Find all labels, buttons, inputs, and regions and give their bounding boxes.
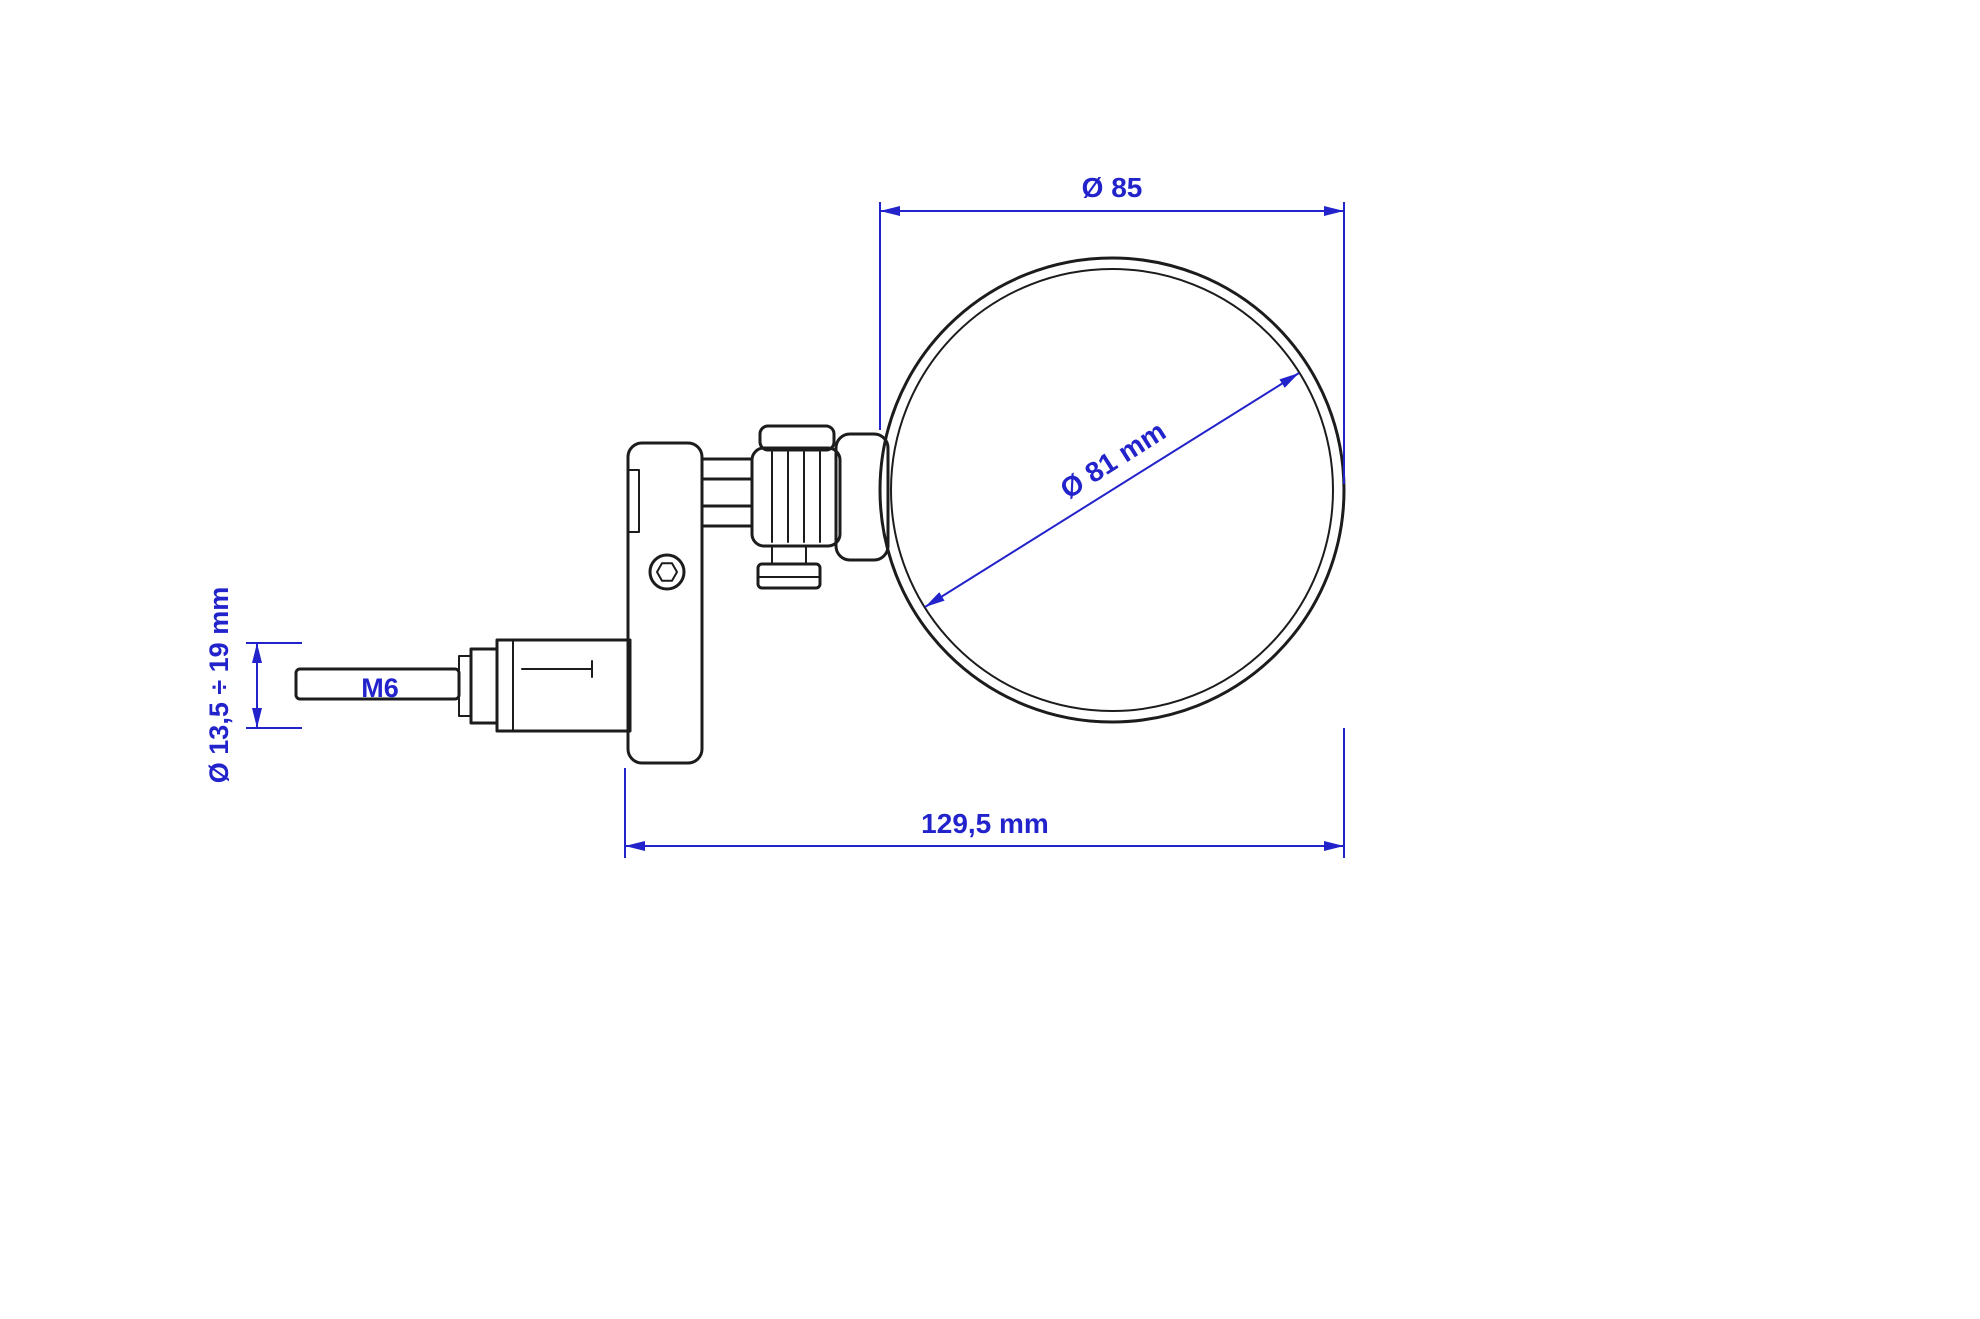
dim-label-head-diameter: Ø 85 — [1082, 172, 1143, 203]
dimension-line-diagonal — [924, 372, 1300, 608]
thread-label: M6 — [361, 673, 399, 703]
fork-arm-lower — [700, 504, 754, 528]
expander-spacer — [458, 655, 472, 717]
fork-arm-upper — [700, 457, 754, 481]
dim-label-glass-diameter: Ø 81 mm — [1055, 415, 1171, 505]
dim-label-overall-length: 129,5 mm — [921, 808, 1049, 839]
dim-label-clamp-range: Ø 13,5 ÷ 19 mm — [204, 587, 234, 783]
clamp-body-outline — [626, 441, 704, 765]
bar-end-expander — [294, 638, 632, 733]
clamp-body-step — [627, 469, 640, 533]
dimension-head-diameter: Ø 85 — [879, 172, 1345, 484]
pivot-top-cap — [758, 424, 836, 452]
socket-screw-head — [648, 553, 686, 591]
socket-screw-hex — [656, 562, 678, 582]
pivot-stem — [771, 545, 807, 565]
mirror-mount-bracket — [834, 432, 890, 562]
pivot-block — [750, 446, 842, 548]
expander-washer — [469, 647, 499, 725]
mirror-head — [878, 256, 1346, 724]
pivot-ribs — [771, 451, 821, 543]
dimension-glass-diameter: Ø 81 mm — [924, 372, 1300, 608]
expander-slot — [521, 660, 593, 678]
expander-sleeve — [495, 638, 632, 733]
clamp-body — [626, 441, 704, 765]
dimension-clamp-range: Ø 13,5 ÷ 19 mm — [204, 587, 302, 783]
pivot-joint — [700, 424, 890, 590]
mirror-head-outline — [878, 256, 1346, 724]
mirror-glass-outline — [890, 268, 1334, 712]
m6-screw-shaft — [294, 667, 461, 701]
dimension-overall-length: 129,5 mm — [624, 728, 1345, 858]
